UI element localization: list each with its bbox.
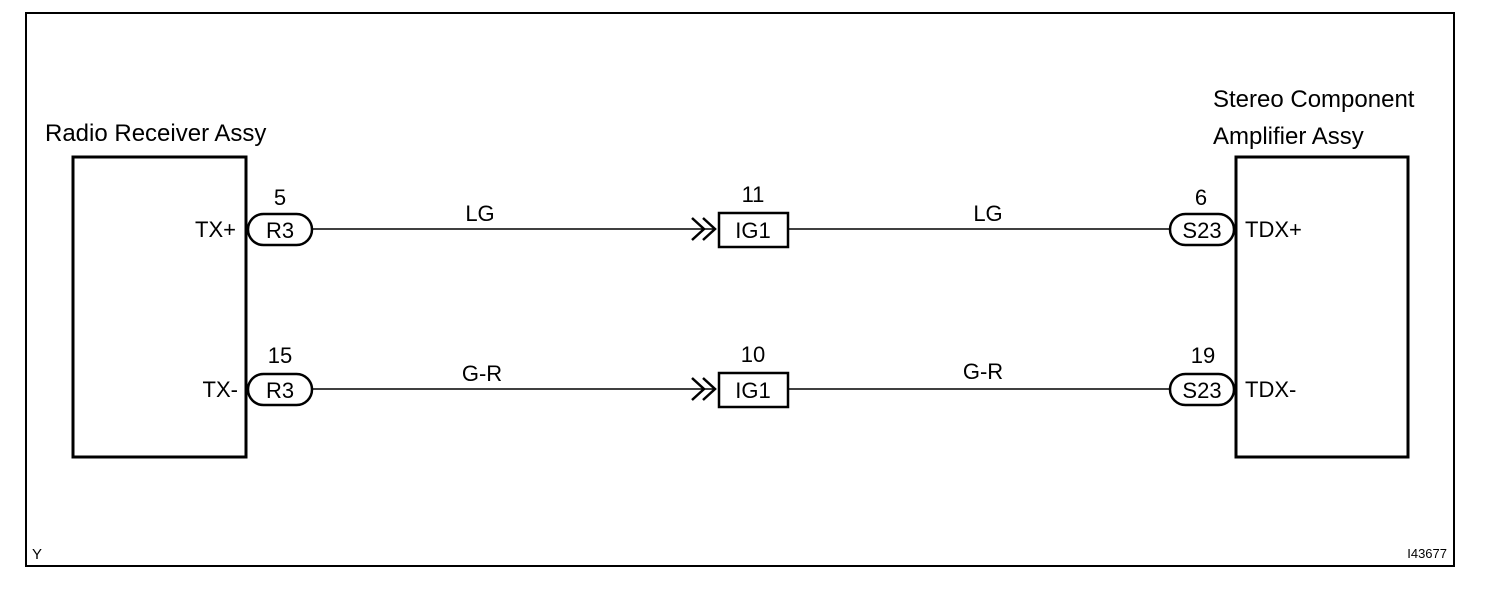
left-connector-2: [246, 372, 314, 407]
left-pin-1-name: TX+: [195, 217, 236, 242]
right-component-title-line2: Amplifier Assy: [1213, 123, 1364, 150]
right-pin-2-name: TDX-: [1245, 377, 1296, 402]
left-connector-1-label: R3: [266, 218, 294, 243]
left-connector-1: [246, 212, 314, 247]
right-connector-2: [1168, 372, 1236, 407]
junction-2-chevron-icon: [691, 377, 717, 401]
wire-1-right-color: LG: [973, 201, 1002, 226]
corner-label-bottom-right: I43677: [1407, 546, 1447, 561]
left-component-title: Radio Receiver Assy: [45, 120, 266, 147]
left-component-box: [71, 155, 248, 459]
right-connector-2-label: S23: [1182, 378, 1221, 403]
left-connector-2-label: R3: [266, 378, 294, 403]
corner-label-bottom-left: Y: [32, 546, 42, 563]
junction-1-chevron-icon: [691, 217, 717, 241]
left-pin-1-number: 5: [274, 185, 286, 210]
left-pin-2-name: TX-: [203, 377, 238, 402]
diagram-frame: [25, 12, 1455, 567]
junction-1-pin-number: 11: [742, 182, 765, 207]
junction-connector-2: [717, 371, 790, 409]
right-component-title-line1: Stereo Component: [1213, 86, 1415, 113]
junction-connector-2-label: IG1: [735, 378, 770, 403]
junction-connector-1: [717, 211, 790, 249]
right-pin-2-number: 19: [1191, 343, 1215, 368]
junction-connector-1-label: IG1: [735, 218, 770, 243]
left-pin-2-number: 15: [268, 343, 292, 368]
right-pin-1-number: 6: [1195, 185, 1207, 210]
right-pin-1-name: TDX+: [1245, 217, 1302, 242]
right-connector-1-label: S23: [1182, 218, 1221, 243]
right-connector-1: [1168, 212, 1236, 247]
right-component-box: [1234, 155, 1410, 459]
wire-2-left-color: G-R: [462, 361, 502, 386]
wire-2-right-color: G-R: [963, 359, 1003, 384]
junction-2-pin-number: 10: [741, 342, 765, 367]
wire-1-left-color: LG: [465, 201, 494, 226]
